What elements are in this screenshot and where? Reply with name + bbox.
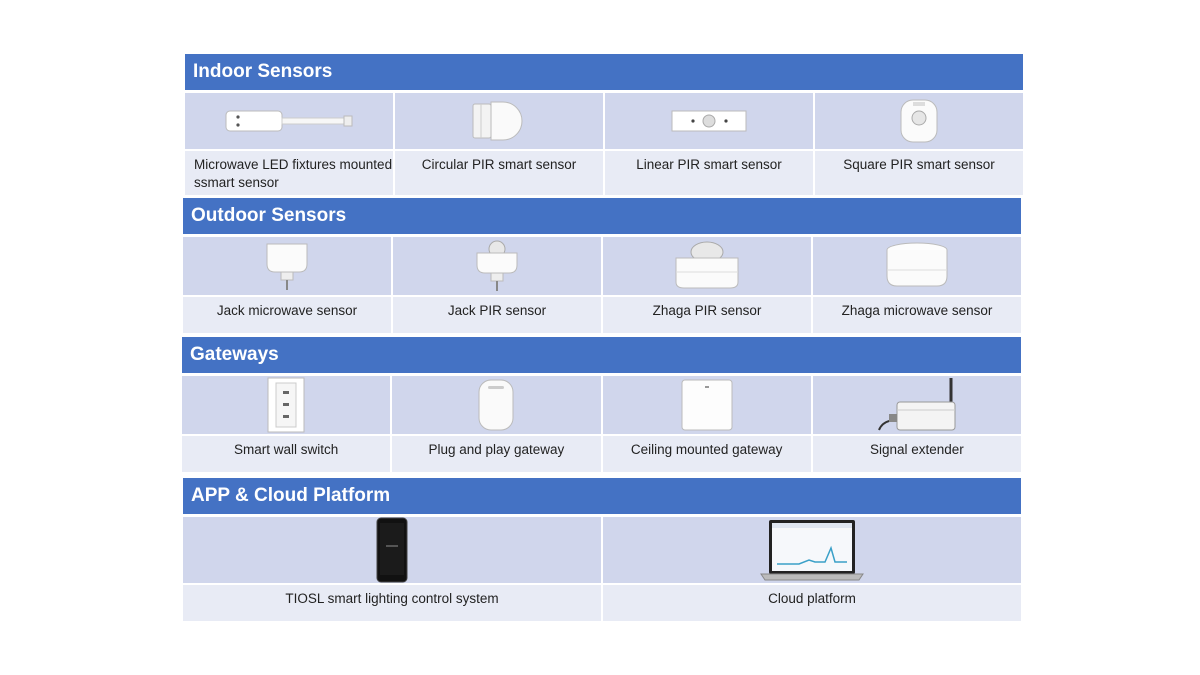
section-title: Indoor Sensors xyxy=(185,54,1023,90)
product-image-cell xyxy=(393,237,601,295)
section-outdoor-sensors: Outdoor Sensors xyxy=(183,198,1021,333)
section-app-cloud-platform: APP & Cloud Platform TIOSL smart lightin… xyxy=(183,478,1021,621)
product-label: Microwave LED fixtures mounted ssmart se… xyxy=(185,151,393,195)
zhaga-pir-sensor-icon xyxy=(675,241,739,289)
product-image-cell xyxy=(183,237,391,295)
section-title: APP & Cloud Platform xyxy=(183,478,1021,514)
product-label: Cloud platform xyxy=(603,585,1021,621)
product-label: Zhaga microwave sensor xyxy=(813,297,1021,333)
product-label: Signal extender xyxy=(812,436,1021,472)
product-image-cell xyxy=(603,517,1021,583)
product-image-cell xyxy=(182,376,391,434)
product-label: Linear PIR smart sensor xyxy=(605,151,813,195)
product-label: Jack microwave sensor xyxy=(183,297,391,333)
jack-pir-sensor-icon xyxy=(476,240,518,291)
product-label: Jack PIR sensor xyxy=(393,297,601,333)
square-pir-sensor-icon xyxy=(900,99,938,143)
product-label: Ceiling mounted gateway xyxy=(602,436,811,472)
product-label: Smart wall switch xyxy=(182,436,391,472)
product-label: TIOSL smart lighting control system xyxy=(183,585,601,621)
section-indoor-sensors: Indoor Sensors xyxy=(185,54,1023,195)
linear-pir-sensor-icon xyxy=(671,110,747,132)
product-image-cell xyxy=(815,93,1023,149)
signal-extender-icon xyxy=(877,378,956,431)
microwave-strip-sensor-icon xyxy=(225,110,353,132)
product-image-cell xyxy=(395,93,603,149)
product-image-cell xyxy=(183,517,601,583)
product-label: Circular PIR smart sensor xyxy=(395,151,603,195)
product-image-cell xyxy=(185,93,393,149)
wall-switch-icon xyxy=(267,377,305,433)
jack-microwave-sensor-icon xyxy=(266,243,308,290)
product-image-cell xyxy=(813,237,1021,295)
section-title: Outdoor Sensors xyxy=(183,198,1021,234)
product-label: Square PIR smart sensor xyxy=(815,151,1023,195)
product-label: Plug and play gateway xyxy=(392,436,601,472)
ceiling-gateway-icon xyxy=(681,379,733,431)
laptop-icon xyxy=(760,520,864,581)
product-image-cell xyxy=(602,376,811,434)
section-title: Gateways xyxy=(182,337,1021,373)
circular-pir-sensor-icon xyxy=(472,101,523,141)
product-label: Zhaga PIR sensor xyxy=(603,297,811,333)
product-image-cell xyxy=(812,376,1021,434)
zhaga-microwave-sensor-icon xyxy=(886,242,948,287)
product-image-cell xyxy=(605,93,813,149)
product-image-cell xyxy=(603,237,811,295)
plug-gateway-icon xyxy=(478,379,514,431)
smartphone-icon xyxy=(376,517,408,583)
section-gateways: Gateways xyxy=(182,337,1021,472)
product-image-cell xyxy=(392,376,601,434)
